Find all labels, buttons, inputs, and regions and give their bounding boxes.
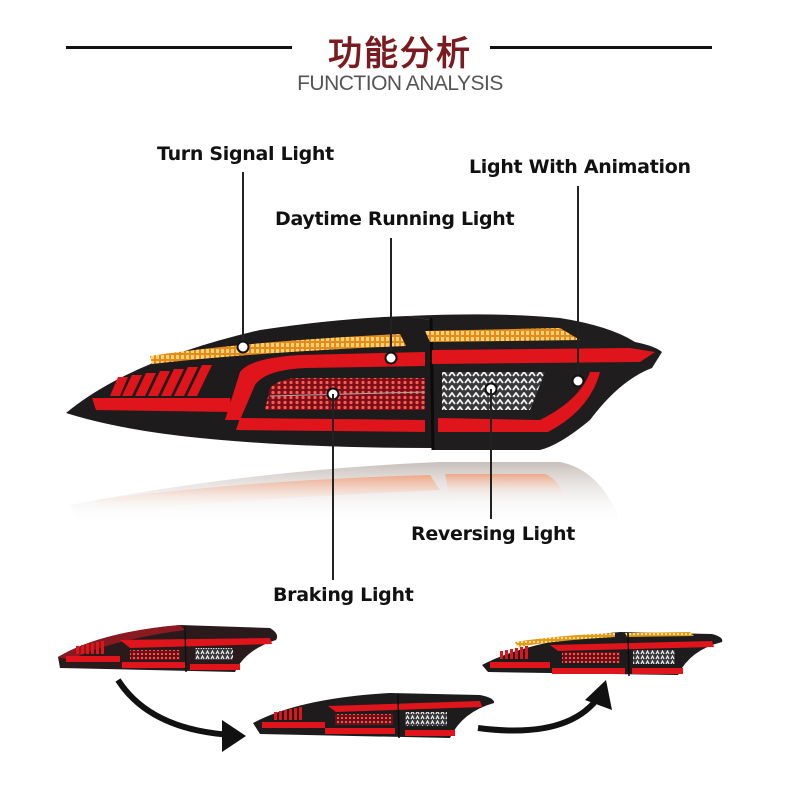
marker-light-animation <box>571 374 585 388</box>
title-english: FUNCTION ANALYSIS <box>297 72 503 95</box>
leader-turn-signal <box>242 172 244 347</box>
header-rule-left <box>66 46 292 49</box>
header-rule-right <box>490 46 712 49</box>
marker-daytime-running <box>384 351 398 365</box>
sequence-step-3 <box>482 632 723 677</box>
label-braking: Braking Light <box>273 584 414 606</box>
label-turn-signal: Turn Signal Light <box>157 143 334 165</box>
label-light-animation: Light With Animation <box>469 156 691 178</box>
title-chinese: 功能分析 <box>328 34 472 74</box>
sequence-step-1 <box>58 625 278 673</box>
sequence-step-2 <box>253 693 495 739</box>
leader-daytime-running <box>390 238 392 358</box>
label-reversing: Reversing Light <box>411 523 576 545</box>
leader-light-animation <box>577 186 579 381</box>
leader-reversing <box>490 389 492 519</box>
arrow-icon <box>115 678 246 752</box>
marker-turn-signal <box>236 340 250 354</box>
leader-braking <box>332 394 334 580</box>
arrow-icon <box>477 680 612 734</box>
label-daytime-running: Daytime Running Light <box>275 208 515 230</box>
